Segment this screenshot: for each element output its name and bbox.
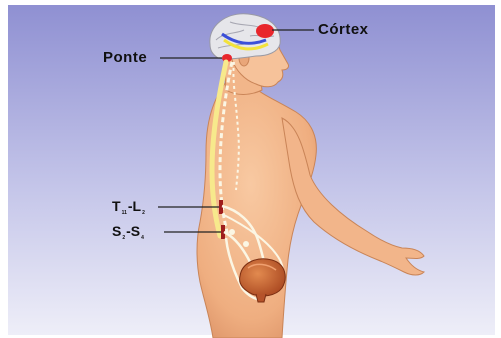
segment-letter: S: [112, 223, 121, 239]
sacral-segment-label: S2-S4: [112, 223, 145, 241]
segment-number: 11: [122, 210, 127, 216]
segment-letter: S: [131, 223, 140, 239]
ganglion-1: [229, 229, 235, 235]
ponte-label: Ponte: [103, 49, 147, 66]
ganglion-2: [243, 241, 249, 247]
segment-number: 4: [141, 235, 144, 241]
segment-number: 2: [122, 235, 125, 241]
segment-letter: L: [133, 198, 142, 214]
segment-letter: T: [112, 198, 121, 214]
urethra: [256, 294, 266, 302]
thoracolumbar-segment-label: T11-L2: [112, 198, 146, 216]
segment-number: 2: [142, 210, 145, 216]
cortex-label: Córtex: [318, 21, 369, 38]
cortex-spot: [256, 24, 274, 38]
